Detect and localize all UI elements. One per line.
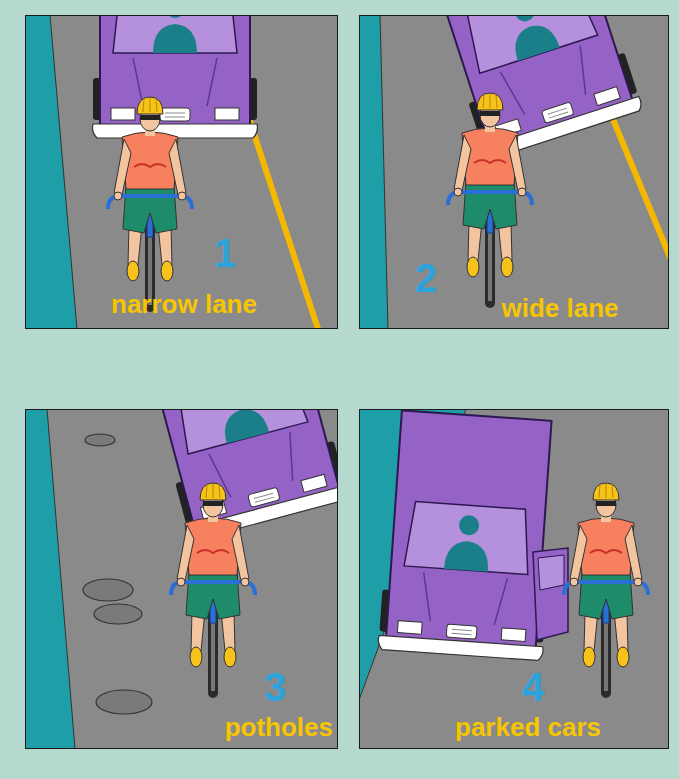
illustration-panel: 4 parked cars	[359, 409, 669, 749]
illustration-panel: 3 potholes	[25, 409, 338, 749]
illustration-panel: 1 narrow lane	[25, 15, 338, 329]
callout-number: 2	[415, 256, 437, 300]
panel-label: parked cars	[455, 713, 601, 742]
illustration-panel: 2 wide lane	[359, 15, 669, 329]
callout-number: 4	[522, 665, 544, 709]
panel-label: wide lane	[501, 294, 618, 323]
panel-label: narrow lane	[111, 290, 257, 319]
callout-number: 1	[214, 231, 236, 275]
callout-number: 3	[264, 665, 286, 709]
panel-label: potholes	[225, 713, 333, 742]
